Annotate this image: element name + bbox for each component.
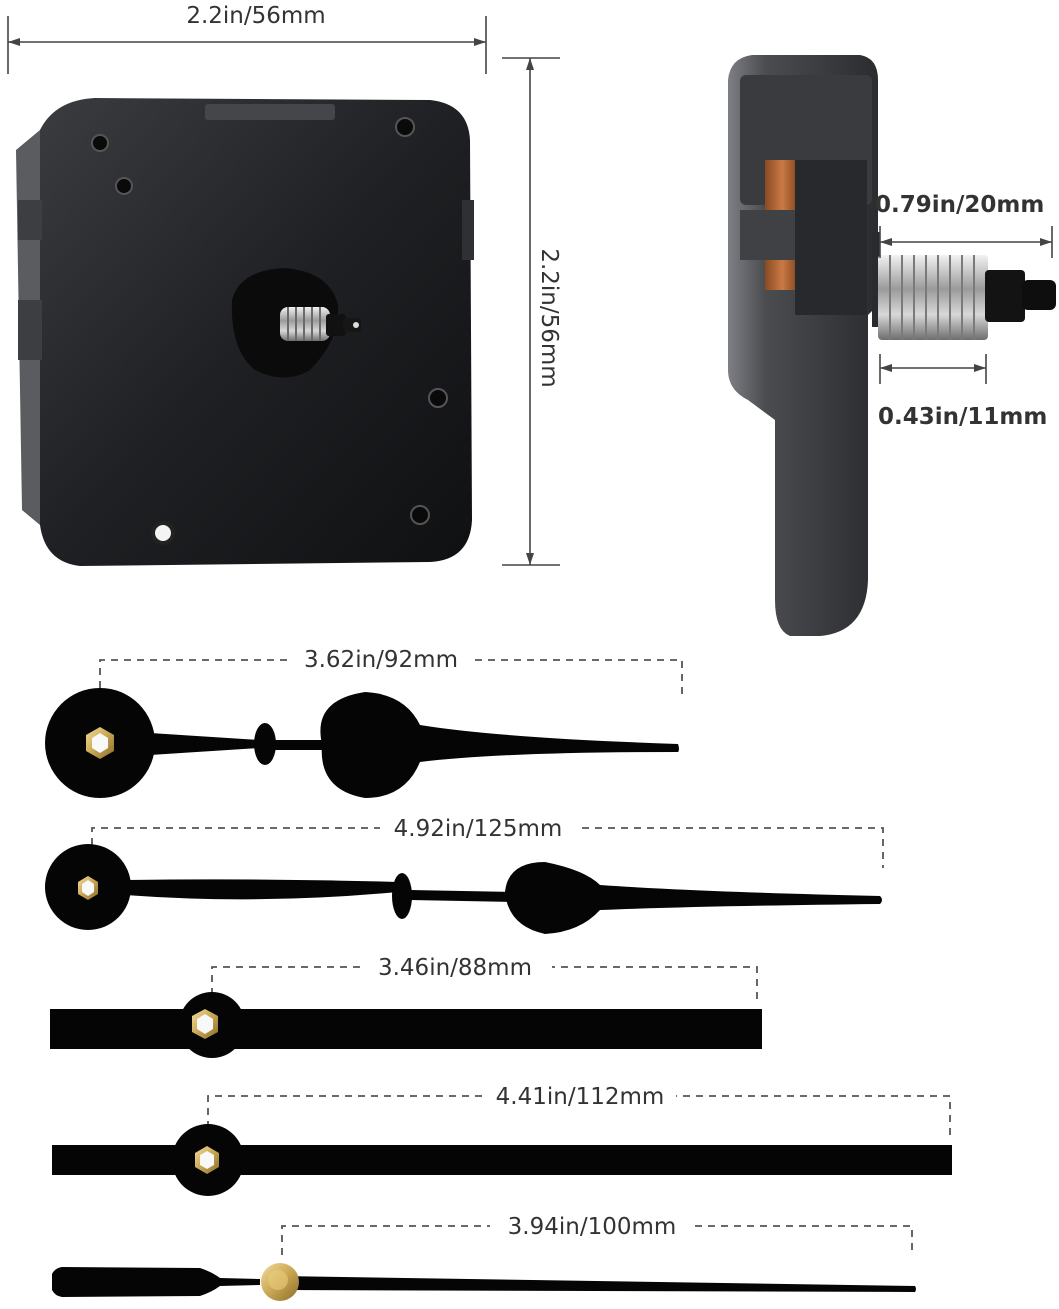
- hour-hand-stick: 3.46in/88mm: [50, 953, 762, 1058]
- shaft-length-label: 0.79in/20mm: [875, 192, 1044, 218]
- thread-length-label: 0.43in/11mm: [878, 404, 1047, 430]
- hand-1-length-label: 3.62in/92mm: [304, 647, 458, 673]
- minute-hand-spade: 4.92in/125mm: [45, 814, 884, 934]
- movement-height-label: 2.2in/56mm: [536, 248, 562, 387]
- hand-4-length-label: 4.41in/112mm: [496, 1084, 665, 1110]
- hand-5-length-label: 3.94in/100mm: [508, 1214, 677, 1240]
- mounting-hole: [410, 505, 430, 525]
- thread-length-dimension: 0.43in/11mm: [878, 354, 1047, 430]
- movement-width-label: 2.2in/56mm: [186, 3, 325, 29]
- movement-front-view: 2.2in/56mm 2.2in/56mm: [7, 3, 562, 566]
- side-threaded-shaft: [878, 255, 1056, 340]
- hand-2-length-label: 4.92in/125mm: [394, 816, 563, 842]
- mounting-hole: [395, 117, 415, 137]
- movement-height-dimension: 2.2in/56mm: [502, 57, 562, 566]
- threaded-shaft: [280, 307, 361, 341]
- mounting-hole: [91, 134, 109, 152]
- movement-side-view: 0.79in/20mm 0.43in/11mm: [728, 55, 1056, 636]
- minute-hand-stick: 4.41in/112mm: [52, 1082, 952, 1196]
- hour-hand-spade: 3.62in/92mm: [45, 646, 683, 798]
- movement-width-dimension: 2.2in/56mm: [7, 3, 487, 74]
- shaft-length-dimension: 0.79in/20mm: [875, 192, 1053, 258]
- mounting-hole: [428, 388, 448, 408]
- mounting-hole: [151, 521, 175, 545]
- second-hand: 3.94in/100mm: [52, 1212, 916, 1301]
- mounting-hole: [115, 177, 133, 195]
- hand-3-length-label: 3.46in/88mm: [378, 955, 532, 981]
